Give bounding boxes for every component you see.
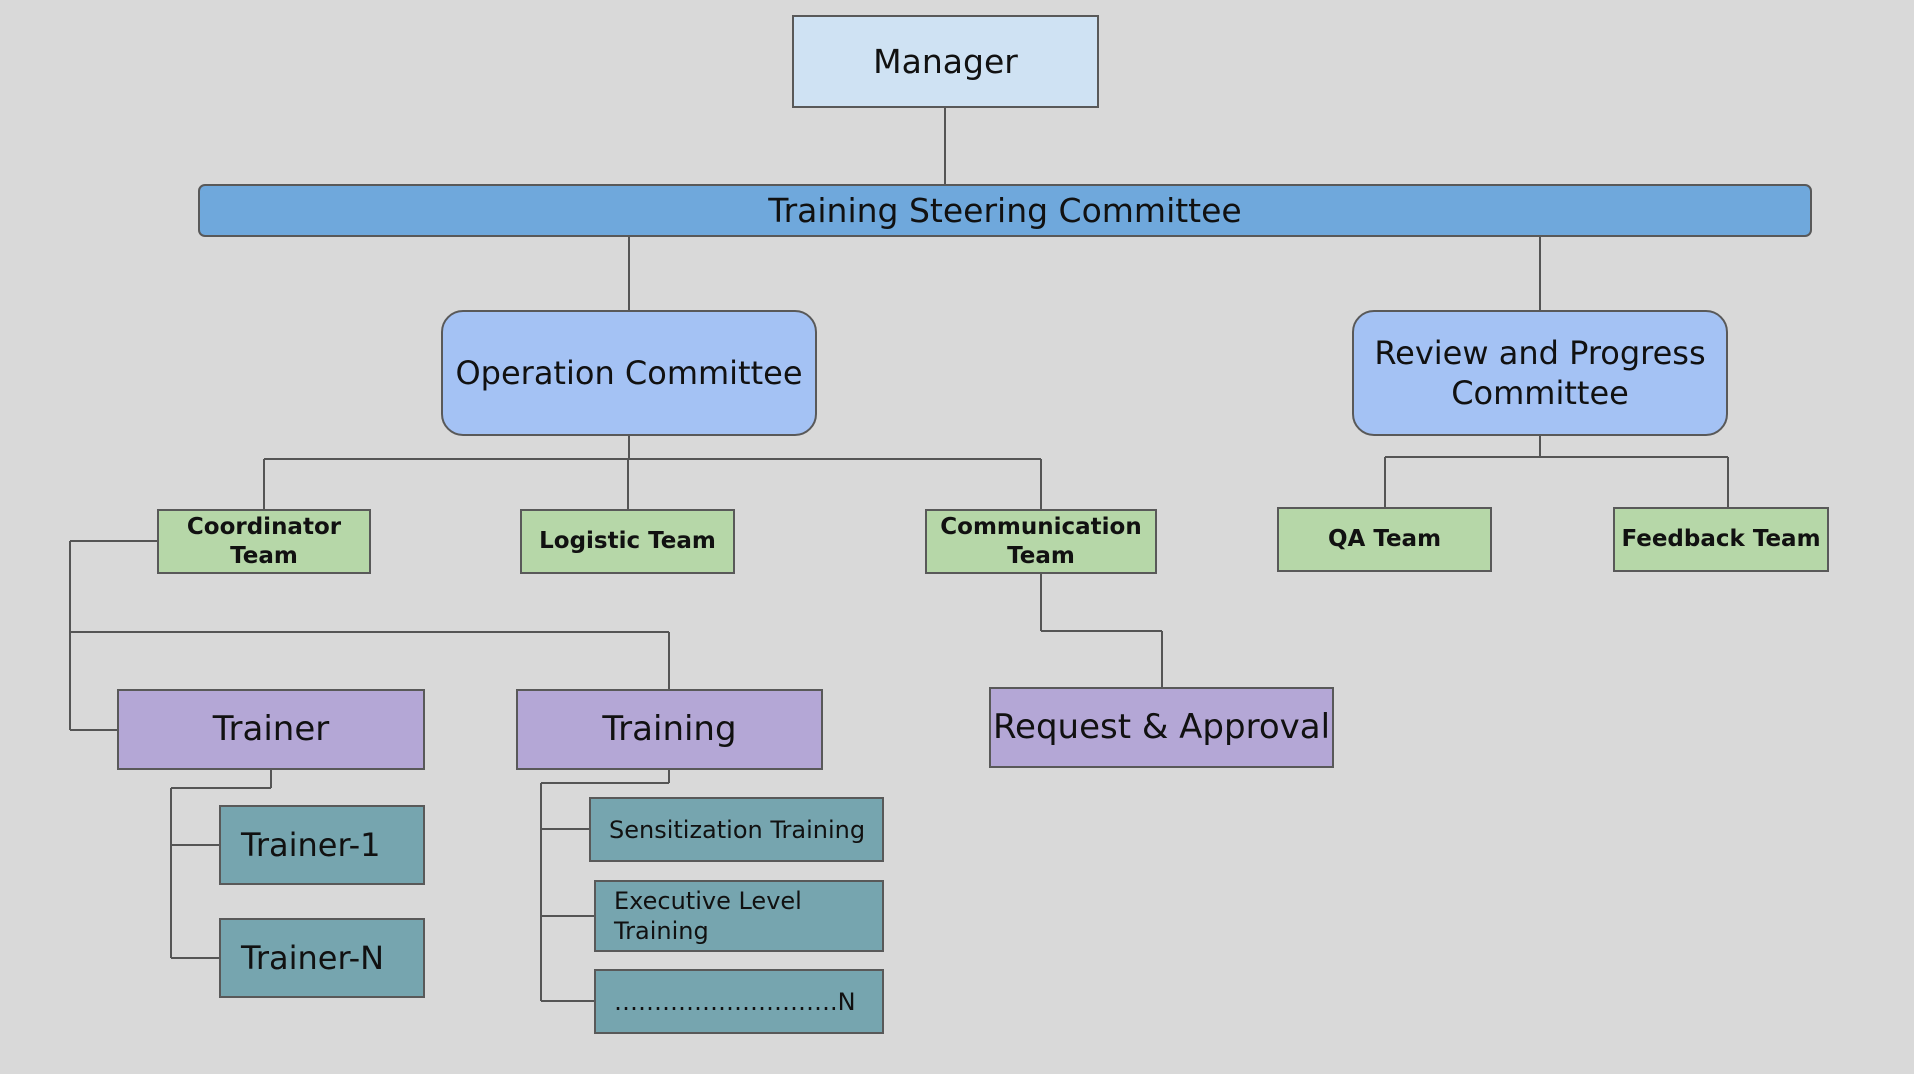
trainer-1-box: Trainer-1: [219, 805, 425, 885]
training-box: Training: [516, 689, 823, 770]
trainer-1-label: Trainer-1: [241, 826, 381, 864]
trainer-label: Trainer: [212, 709, 330, 750]
logistic-team-label: Logistic Team: [539, 528, 716, 555]
executive-training-label: Executive Level Training: [614, 887, 802, 945]
communication-team-box: Communication Team: [925, 509, 1157, 574]
request-approval-label: Request & Approval: [992, 707, 1331, 748]
training-n-label: ……………………….N: [614, 987, 856, 1016]
request-approval-box: Request & Approval: [989, 687, 1334, 768]
operation-committee-label: Operation Committee: [455, 354, 803, 392]
manager-label: Manager: [873, 41, 1018, 81]
qa-team-label: QA Team: [1327, 526, 1442, 553]
feedback-team-box: Feedback Team: [1613, 507, 1829, 572]
trainer-n-box: Trainer-N: [219, 918, 425, 998]
executive-training-box: Executive Level Training: [594, 880, 884, 952]
qa-team-box: QA Team: [1277, 507, 1492, 572]
trainer-n-label: Trainer-N: [241, 939, 385, 977]
communication-team-label: Communication Team: [940, 513, 1142, 569]
manager-box: Manager: [792, 15, 1099, 108]
steering-committee-label: Training Steering Committee: [768, 190, 1242, 230]
feedback-team-label: Feedback Team: [1621, 526, 1821, 553]
review-committee-label: Review and Progress Committee: [1374, 334, 1706, 412]
trainer-box: Trainer: [117, 689, 425, 770]
sensitization-training-label: Sensitization Training: [609, 815, 866, 844]
logistic-team-box: Logistic Team: [520, 509, 735, 574]
operation-committee-box: Operation Committee: [441, 310, 817, 436]
training-n-box: ……………………….N: [594, 969, 884, 1034]
review-committee-box: Review and Progress Committee: [1352, 310, 1728, 436]
training-label: Training: [602, 709, 737, 750]
steering-committee-box: Training Steering Committee: [198, 184, 1812, 237]
sensitization-training-box: Sensitization Training: [589, 797, 884, 862]
coordinator-team-label: Coordinator Team: [186, 513, 342, 569]
coordinator-team-box: Coordinator Team: [157, 509, 371, 574]
